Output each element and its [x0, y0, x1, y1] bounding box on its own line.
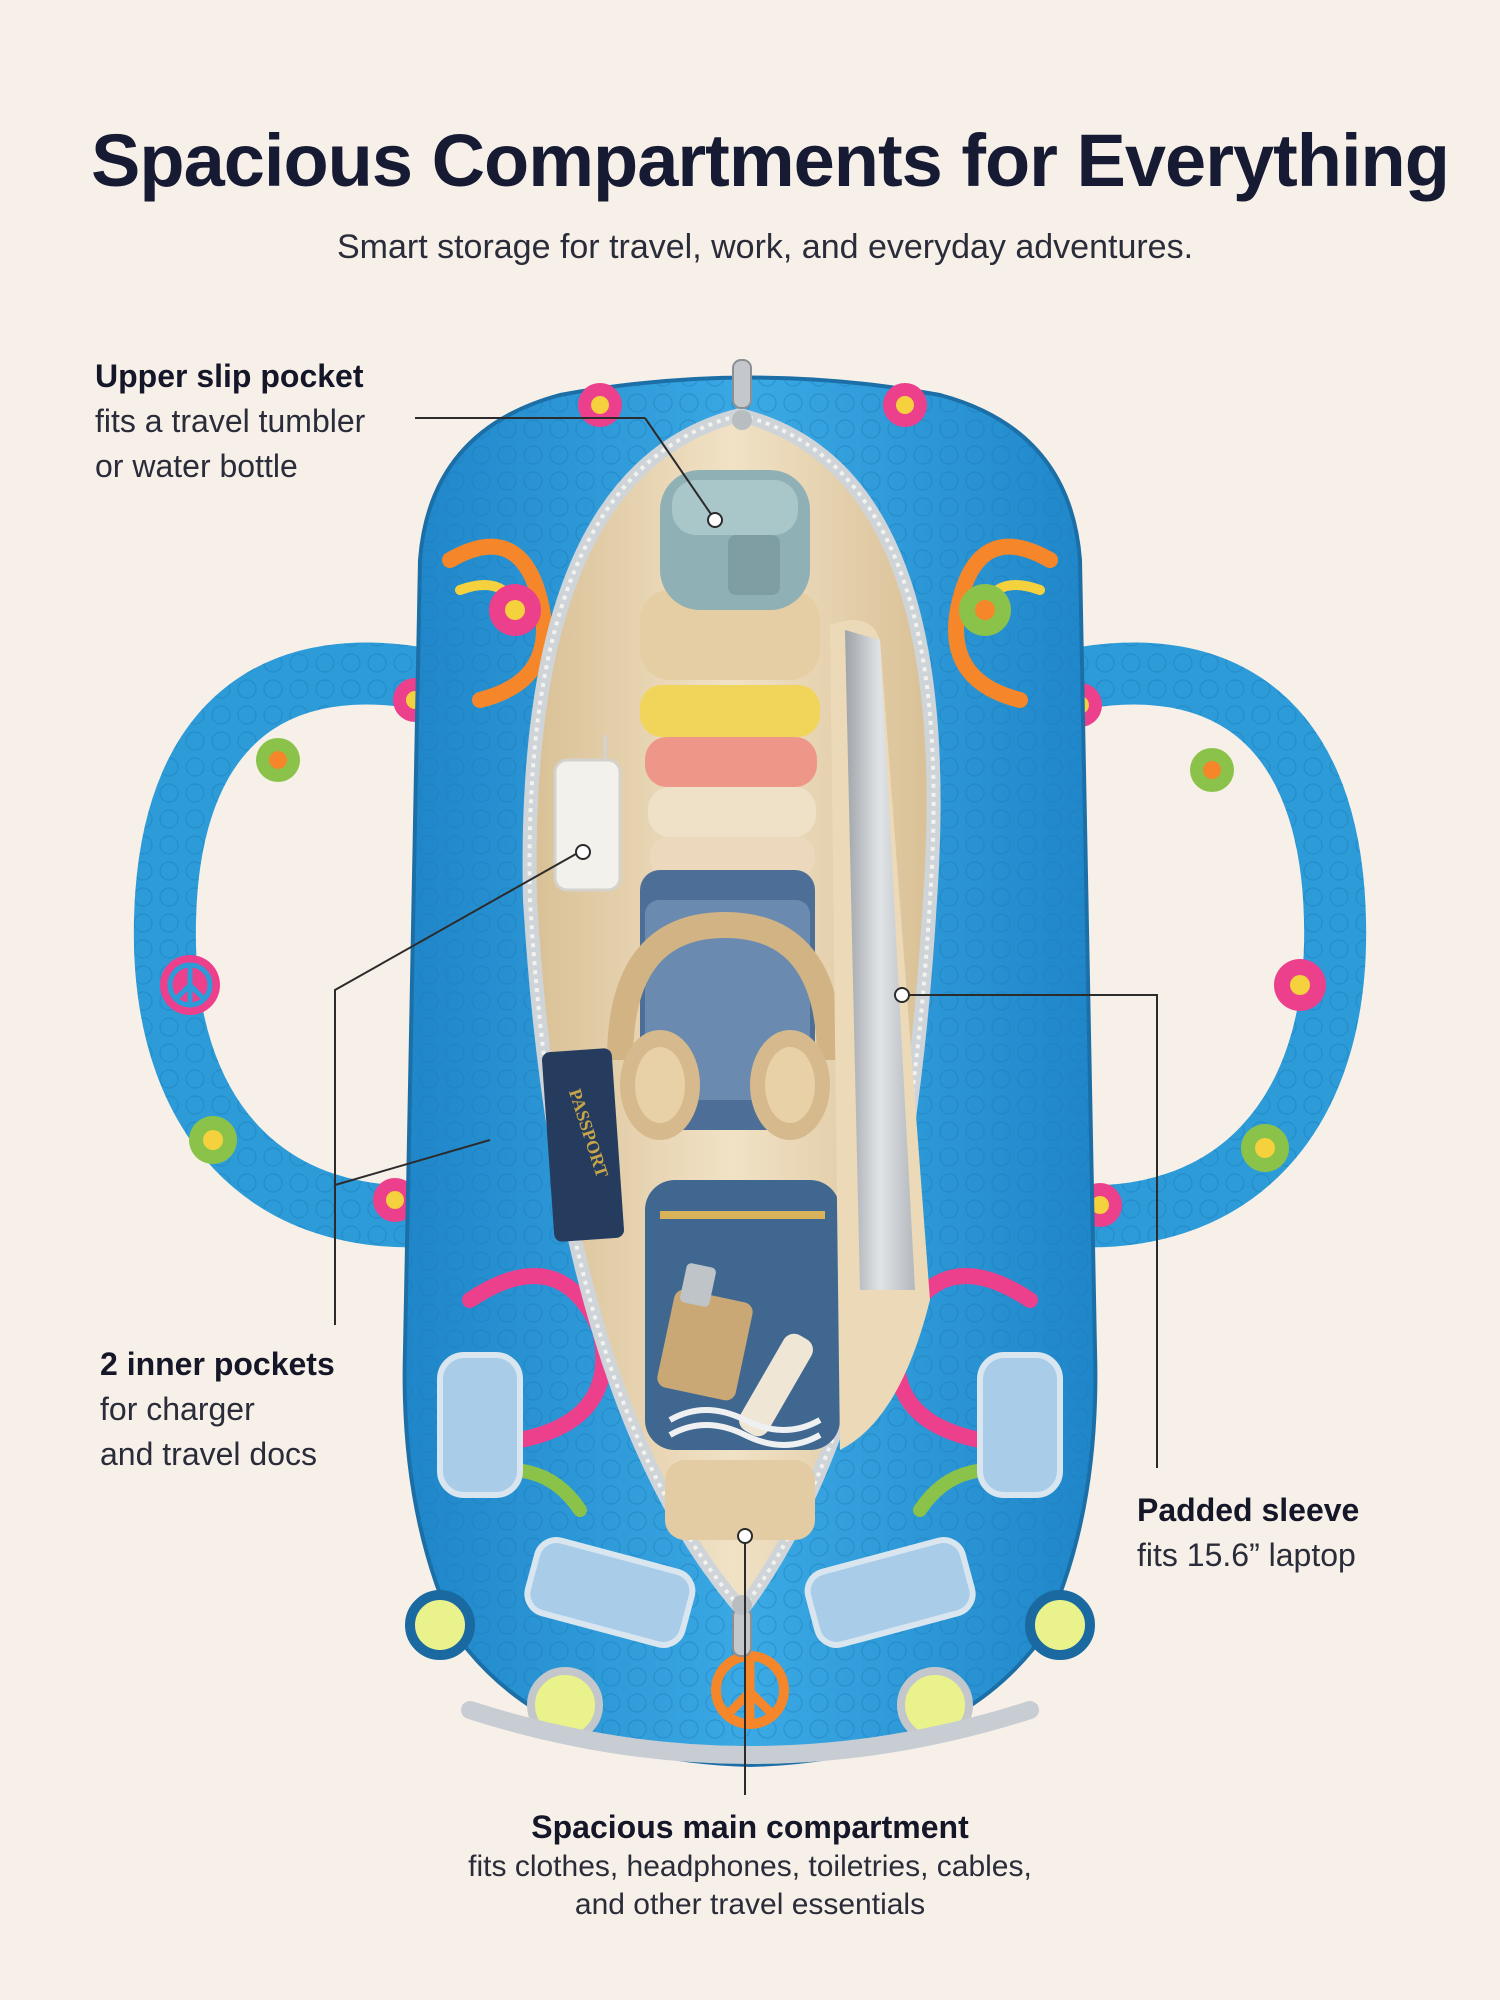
callout-inner-pockets: 2 inner pockets for charger and travel d… [100, 1342, 335, 1477]
callout-text: and travel docs [100, 1436, 318, 1472]
toiletry-pouch-icon [645, 1180, 840, 1450]
callout-main-compartment: Spacious main compartment fits clothes, … [440, 1806, 1060, 1924]
callout-upper-slip-pocket: Upper slip pocket fits a travel tumbler … [95, 354, 365, 489]
callout-text: fits 15.6” laptop [1137, 1537, 1356, 1573]
tumbler-icon [640, 470, 820, 680]
peace-sign-icon [160, 955, 220, 1015]
page-subtitle: Smart storage for travel, work, and ever… [336, 228, 1194, 266]
callout-text: or water bottle [95, 448, 298, 484]
callout-title: Upper slip pocket [95, 358, 364, 394]
callout-text: and other travel essentials [574, 1888, 926, 1921]
callout-leader-lines [334, 417, 1158, 1795]
callout-dots [575, 512, 910, 1544]
passport-icon: PASSPORT [541, 1048, 625, 1242]
peace-sign-icon [711, 1651, 789, 1729]
callout-text: for charger [100, 1391, 255, 1427]
zipper-pull-top-icon [732, 359, 752, 430]
callout-text: fits a travel tumbler [95, 403, 366, 439]
callout-title: Spacious main compartment [531, 1809, 969, 1845]
callout-padded-sleeve: Padded sleeve fits 15.6” laptop [1137, 1488, 1359, 1578]
laptop-icon [830, 620, 930, 1450]
zipper-pull-bottom-icon [732, 1595, 752, 1657]
right-handle [999, 642, 1367, 1248]
folded-clothes-icon [640, 685, 820, 877]
callout-title: 2 inner pockets [100, 1346, 335, 1382]
headphones-icon [607, 870, 843, 1140]
page-title: Spacious Compartments for Everything [91, 119, 1450, 202]
callout-title: Padded sleeve [1137, 1492, 1360, 1528]
callout-text: fits clothes, headphones, toiletries, ca… [468, 1850, 1032, 1883]
left-handle [133, 642, 501, 1248]
bottom-organizer-icon [665, 1460, 815, 1540]
